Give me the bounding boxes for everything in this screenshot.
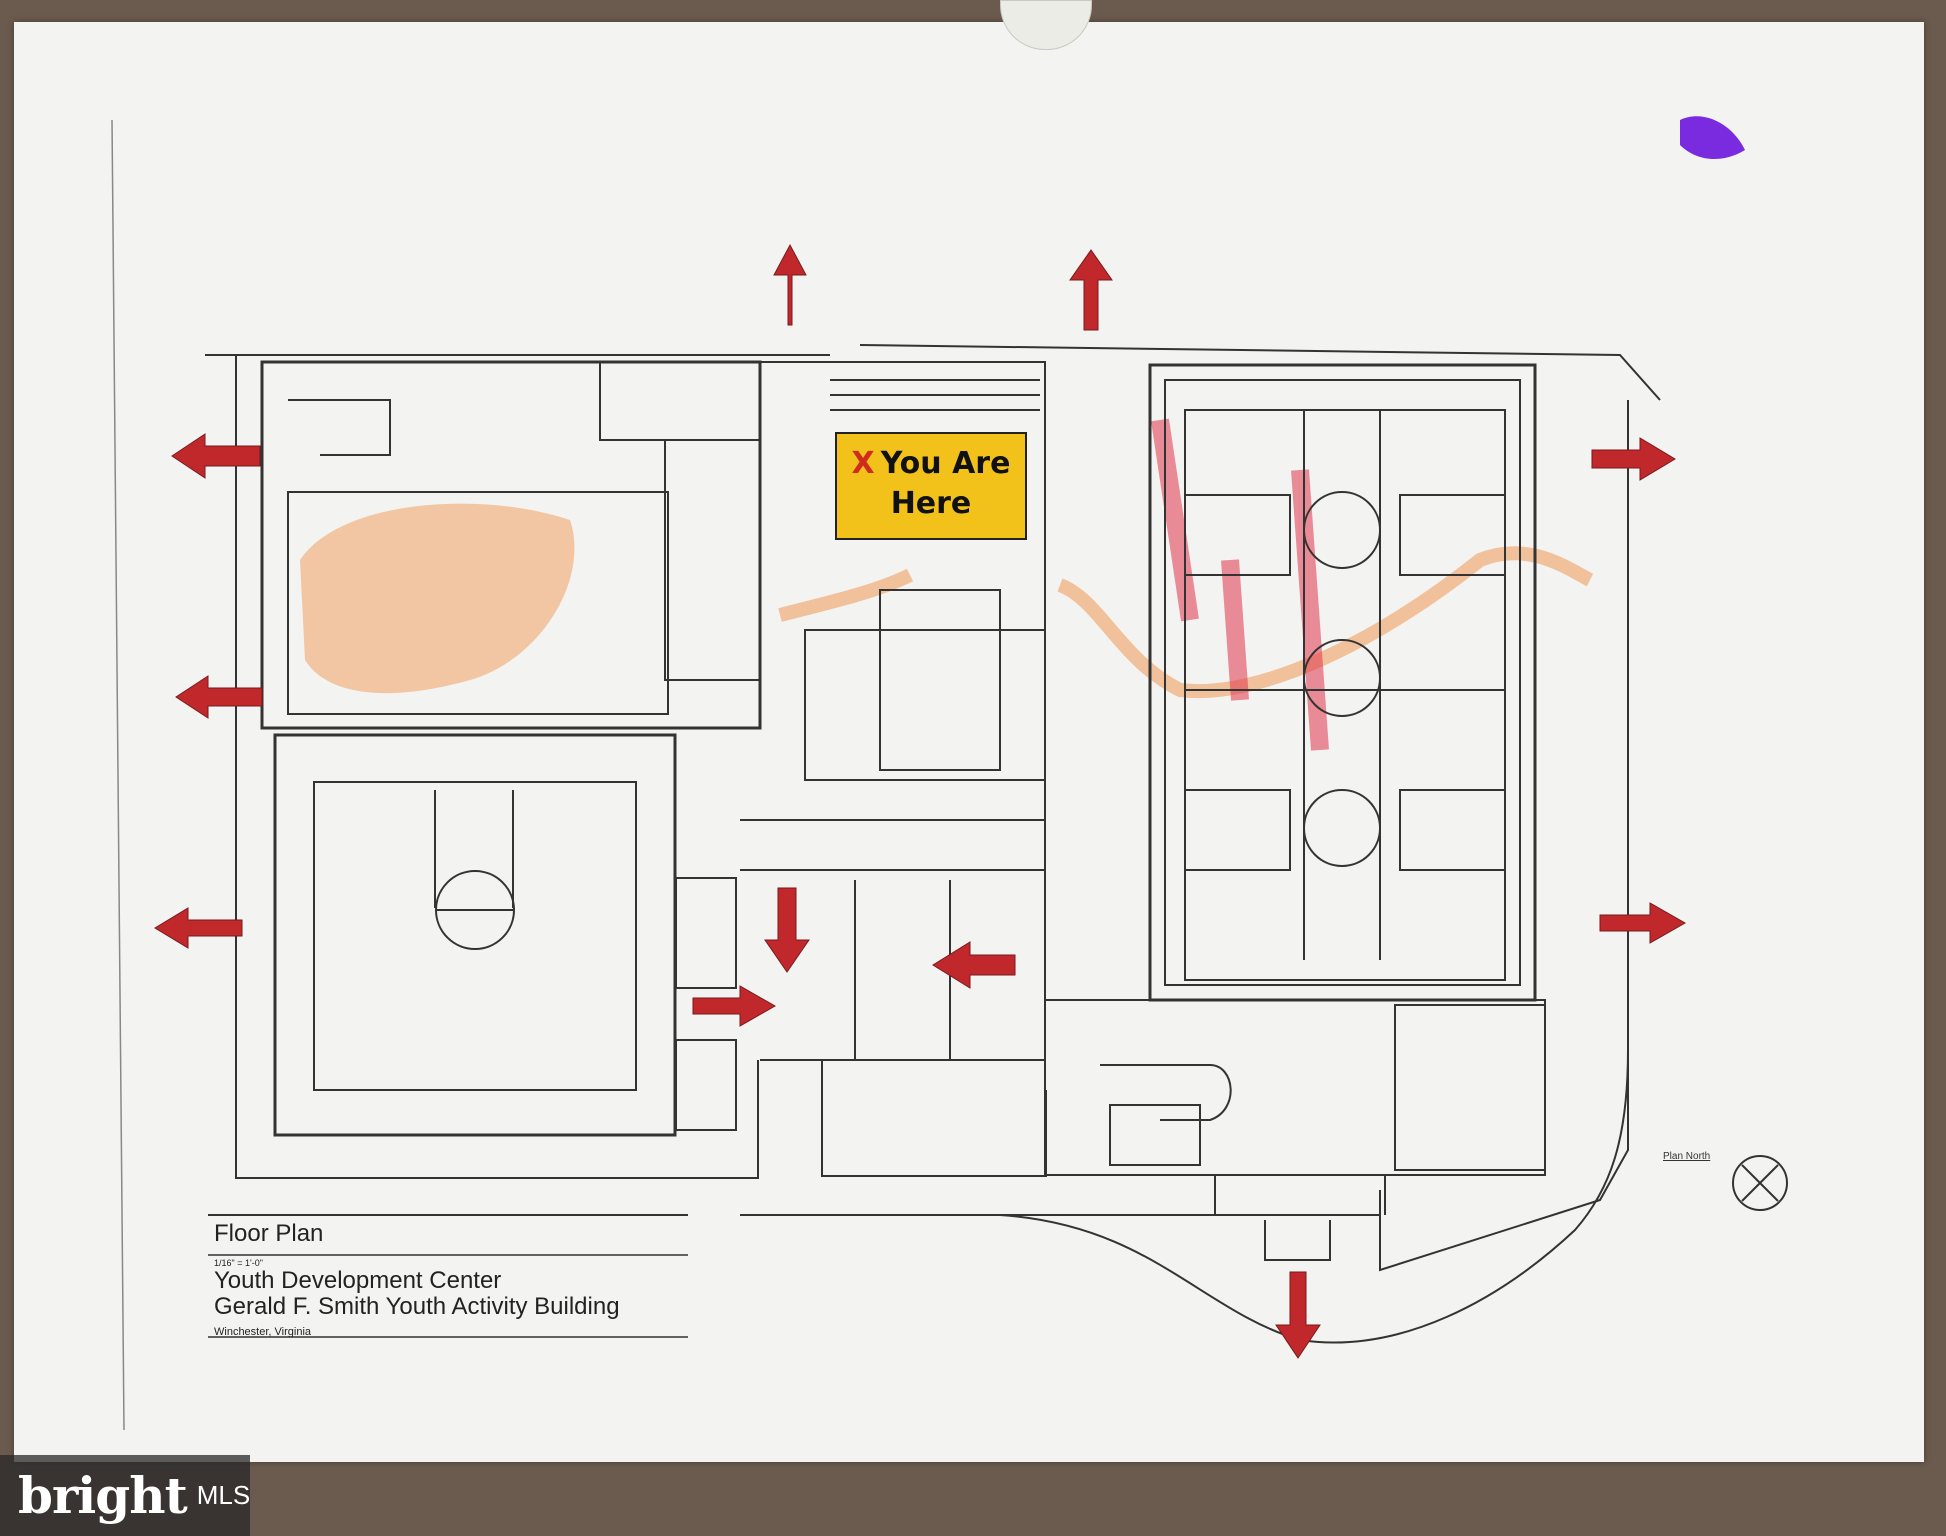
exit-arrow-west-2 (175, 675, 263, 719)
plan-scale: 1/16" = 1'-0" (214, 1258, 263, 1268)
watermark-brand: bright (18, 1466, 188, 1525)
exit-arrow-east-2 (1599, 902, 1687, 944)
watermark-suffix: MLS (196, 1480, 251, 1510)
plan-title: Floor Plan (214, 1220, 324, 1247)
title-block: Floor Plan 1/16" = 1'-0" Youth Developme… (214, 1220, 694, 1338)
paper-sheet (14, 22, 1924, 1462)
plan-north-label: Plan North (1663, 1151, 1711, 1162)
brightmls-watermark: bright MLS (0, 1455, 250, 1536)
highlighter-marks (300, 116, 1745, 751)
exit-arrow-west-1 (171, 433, 261, 479)
building-name: Gerald F. Smith Youth Activity Building (214, 1293, 620, 1320)
exit-arrow-interior-left (932, 941, 1016, 989)
exit-arrows (154, 243, 1687, 1359)
x-mark: X (851, 446, 875, 481)
exit-arrow-south (1275, 1271, 1321, 1359)
exit-arrow-west-3 (154, 907, 243, 949)
exit-arrow-interior-down (764, 887, 810, 973)
exit-arrow-interior-right (692, 985, 777, 1027)
here-label: Here (890, 486, 972, 521)
exit-arrow-east-1 (1591, 437, 1676, 481)
location: Winchester, Virginia (214, 1326, 312, 1338)
you-are-label: You Are (880, 446, 1011, 481)
exit-arrow-north-1 (773, 243, 807, 326)
exit-arrow-north-2 (1069, 249, 1113, 331)
center-name: Youth Development Center (214, 1267, 502, 1294)
purple-smudge (1680, 116, 1745, 160)
